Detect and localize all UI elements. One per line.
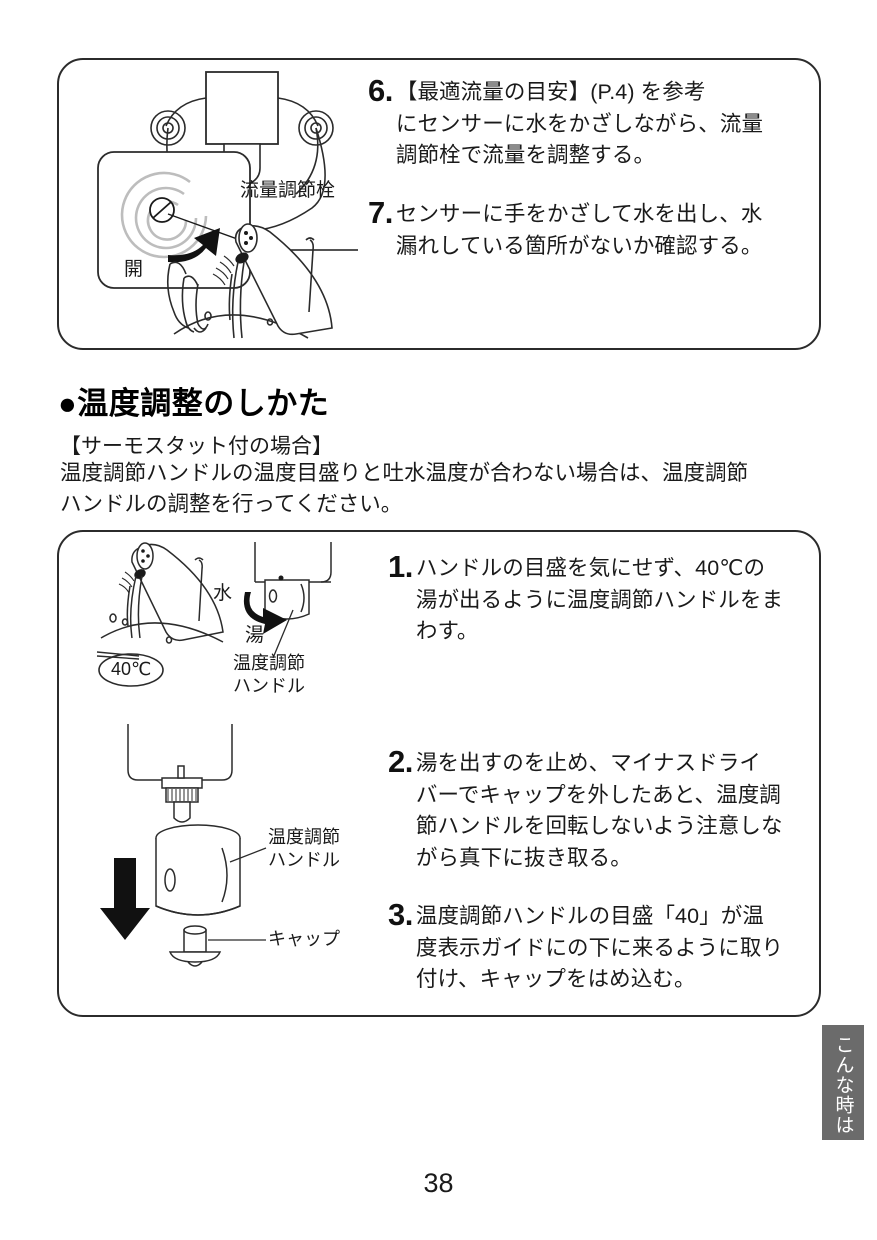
cap-label: キャップ [268, 929, 340, 949]
step-1-row: 1. ハンドルの目盛を気にせず、40℃の 湯が出るように温度調節ハンドルをま わ… [388, 550, 818, 648]
side-tab-troubleshooting: こんな時は [822, 1025, 864, 1140]
step-7-row: 7. センサーに手をかざして水を出し、水 漏れしている箇所がないか確認する。 [368, 196, 816, 262]
page-number: 38 [423, 1168, 454, 1198]
step-6-text: 【最適流量の目安】(P.4) を参考 にセンサーに水をかざしながら、流量 調節栓… [395, 80, 764, 167]
cold-water-label: 水 [213, 583, 233, 604]
section-heading: ●温度調整のしかた [58, 386, 330, 421]
section-subheading: 【サーモスタット付の場合】 [60, 435, 333, 458]
step-2-text: 湯を出すのを止め、マイナスドライ バーでキャップを外したあと、温度調 節ハンドル… [415, 751, 783, 870]
step-1-text: ハンドルの目盛を気にせず、40℃の 湯が出るように温度調節ハンドルをま わす。 [415, 556, 784, 643]
hot-water-label: 湯 [245, 625, 265, 646]
step-2-number: 2. [388, 744, 413, 779]
target-temperature-label: 40℃ [111, 659, 152, 679]
step-3-row: 3. 温度調節ハンドルの目盛「40」が温 度表示ガイドにの下に来るように取り 付… [388, 898, 818, 996]
step-2-row: 2. 湯を出すのを止め、マイナスドライ バーでキャップを外したあと、温度調 節ハ… [388, 745, 818, 874]
step-6-number: 6. [368, 73, 393, 108]
section-body-text: 温度調節ハンドルの温度目盛りと吐水温度が合わない場合は、温度調節 ハンドルの調整… [60, 461, 749, 516]
flow-valve-label: 流量調節栓 [240, 180, 336, 201]
handle-label: 温度調節 ハンドル [233, 653, 305, 696]
cap-removal-illustration: 温度調節 ハンドル キャップ [100, 722, 380, 967]
thermostat-handle-illustration: 水 湯 温度調節 ハンドル 40℃ [95, 540, 380, 710]
step-3-number: 3. [388, 897, 413, 932]
step-6-row: 6. 【最適流量の目安】(P.4) を参考 にセンサーに水をかざしながら、流量 … [368, 74, 808, 172]
step-7-text: センサーに手をかざして水を出し、水 漏れしている箇所がないか確認する。 [395, 202, 763, 258]
flow-adjust-valve-illustration: 流量調節栓 開 [72, 62, 362, 347]
step-3-text: 温度調節ハンドルの目盛「40」が温 度表示ガイドにの下に来るように取り 付け、キ… [415, 904, 784, 991]
open-direction-label: 開 [124, 259, 144, 280]
step-1-number: 1. [388, 549, 413, 584]
hand-over-sensor-illustration [150, 222, 370, 348]
handle-label-cap-diagram: 温度調節 ハンドル [268, 827, 340, 870]
step-7-number: 7. [368, 195, 393, 230]
